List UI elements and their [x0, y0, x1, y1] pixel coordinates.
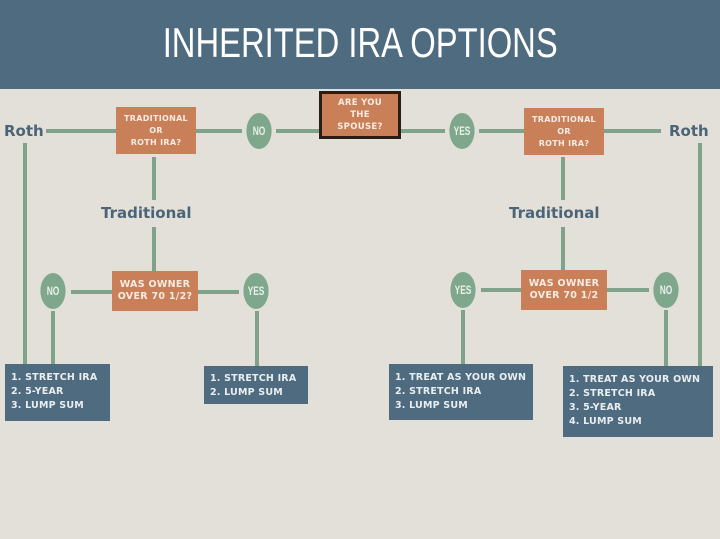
- owner-age-question-left: WAS OWNER OVER 70 1/2?: [112, 271, 198, 311]
- connector-left-owner-to-no: [71, 290, 112, 294]
- answer-yes-spouse: YES: [449, 113, 475, 149]
- spouse-question-line-2: THE: [350, 110, 370, 120]
- page-title: INHERITED IRA OPTIONS: [162, 18, 558, 66]
- ira-type-line-1: TRADITIONAL: [124, 113, 188, 123]
- ira-type-line-2: OR: [557, 126, 571, 136]
- ira-type-line-2: OR: [149, 125, 163, 135]
- connector-roth-right-h: [604, 129, 661, 133]
- connector-right-type-to-traditional: [561, 157, 565, 200]
- ira-type-line-3: ROTH IRA?: [130, 137, 182, 147]
- connector-right-owner-to-no: [607, 288, 649, 292]
- ira-type-line-1: TRADITIONAL: [532, 114, 596, 124]
- roth-label-right: Roth: [669, 122, 709, 140]
- outcome-item: 2. STRETCH IRA: [395, 386, 482, 397]
- connector-yes-to-right-type: [479, 129, 524, 133]
- answer-yes-label: YES: [453, 124, 471, 138]
- outcome-item: 3. 5-YEAR: [569, 402, 622, 413]
- answer-no-label: NO: [252, 124, 266, 138]
- outcome-item: 4. LUMP SUM: [569, 416, 642, 427]
- connector-left-no-down: [51, 311, 55, 364]
- owner-age-question-right: WAS OWNER OVER 70 1/2: [521, 270, 607, 310]
- owner-question-line-1: WAS OWNER: [119, 279, 191, 290]
- connector-left-type-to-no: [196, 129, 242, 133]
- answer-yes-owner-left: YES: [243, 273, 269, 309]
- connector-right-yes-to-owner: [481, 288, 521, 292]
- traditional-label-right: Traditional: [509, 204, 600, 222]
- connector-left-traditional-to-owner: [152, 227, 156, 271]
- connector-right-yes-down: [461, 310, 465, 364]
- connector-no-to-root: [276, 129, 319, 133]
- owner-question-line-1: WAS OWNER: [528, 278, 600, 289]
- connector-roth-left-h: [46, 129, 116, 133]
- answer-label: YES: [247, 284, 265, 298]
- outcome-item: 1. TREAT AS YOUR OWN: [395, 372, 527, 383]
- answer-no-owner-right: NO: [653, 272, 679, 308]
- ira-type-question-right: TRADITIONAL OR ROTH IRA?: [524, 108, 604, 155]
- spouse-question-line-1: ARE YOU: [338, 98, 382, 108]
- owner-question-line-2: OVER 70 1/2?: [117, 291, 193, 302]
- answer-label: NO: [46, 284, 60, 298]
- connector-roth-left-v: [23, 143, 27, 364]
- roth-label-left: Roth: [4, 122, 44, 140]
- connector-left-yes-down: [255, 311, 259, 366]
- owner-question-line-2: OVER 70 1/2: [529, 290, 599, 301]
- spouse-question-box: ARE YOU THE SPOUSE?: [319, 91, 401, 139]
- outcome-item: 3. LUMP SUM: [11, 400, 84, 411]
- answer-no-spouse: NO: [246, 113, 272, 149]
- outcome-item: 2. LUMP SUM: [210, 387, 283, 398]
- outcome-item: 1. STRETCH IRA: [11, 372, 98, 383]
- outcome-box-nonspouse-yes: 1. STRETCH IRA 2. LUMP SUM: [204, 366, 308, 404]
- answer-label: NO: [659, 283, 673, 297]
- answer-yes-owner-right: YES: [450, 272, 476, 308]
- connector-left-owner-to-yes: [198, 290, 239, 294]
- outcome-item: 2. 5-YEAR: [11, 386, 64, 397]
- answer-label: YES: [454, 283, 472, 297]
- outcome-box-nonspouse-no-or-roth: 1. STRETCH IRA 2. 5-YEAR 3. LUMP SUM: [5, 364, 110, 421]
- connector-right-traditional-to-owner: [561, 227, 565, 270]
- connector-right-no-down: [664, 310, 668, 366]
- outcome-box-spouse-no-or-roth: 1. TREAT AS YOUR OWN 2. STRETCH IRA 3. 5…: [563, 366, 713, 437]
- ira-type-line-3: ROTH IRA?: [538, 138, 590, 148]
- outcome-item: 1. STRETCH IRA: [210, 373, 297, 384]
- outcome-item: 1. TREAT AS YOUR OWN: [569, 374, 701, 385]
- traditional-label-left: Traditional: [101, 204, 192, 222]
- connector-left-type-to-traditional: [152, 157, 156, 200]
- ira-type-question-left: TRADITIONAL OR ROTH IRA?: [116, 107, 196, 154]
- spouse-question-line-3: SPOUSE?: [337, 122, 383, 132]
- header-banner: INHERITED IRA OPTIONS: [0, 0, 720, 89]
- answer-no-owner-left: NO: [40, 273, 66, 309]
- outcome-item: 3. LUMP SUM: [395, 400, 468, 411]
- outcome-box-spouse-yes: 1. TREAT AS YOUR OWN 2. STRETCH IRA 3. L…: [389, 364, 533, 420]
- connector-root-to-yes: [400, 129, 445, 133]
- outcome-item: 2. STRETCH IRA: [569, 388, 656, 399]
- connector-roth-right-v: [698, 143, 702, 366]
